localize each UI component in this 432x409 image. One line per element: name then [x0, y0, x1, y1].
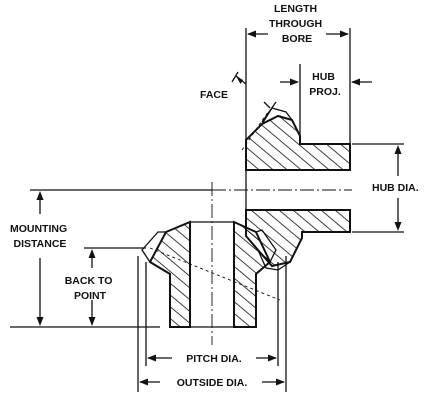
- lower-gear: [141, 220, 277, 328]
- label-hub-dia: HUB DIA.: [372, 182, 419, 194]
- upper-gear-top-section: [245, 114, 351, 171]
- label-mounting-distance: MOUNTING DISTANCE: [10, 223, 70, 250]
- label-pitch-dia: PITCH DIA.: [186, 353, 242, 365]
- label-hub-proj: HUB PROJ.: [309, 71, 341, 98]
- label-face: FACE: [200, 89, 228, 101]
- label-back-to-point: BACK TO POINT: [65, 275, 116, 302]
- label-outside-dia: OUTSIDE DIA.: [177, 377, 248, 389]
- label-length-through-bore: LENGTH THROUGH BORE: [269, 3, 325, 45]
- lower-gear-left-section: [148, 220, 191, 328]
